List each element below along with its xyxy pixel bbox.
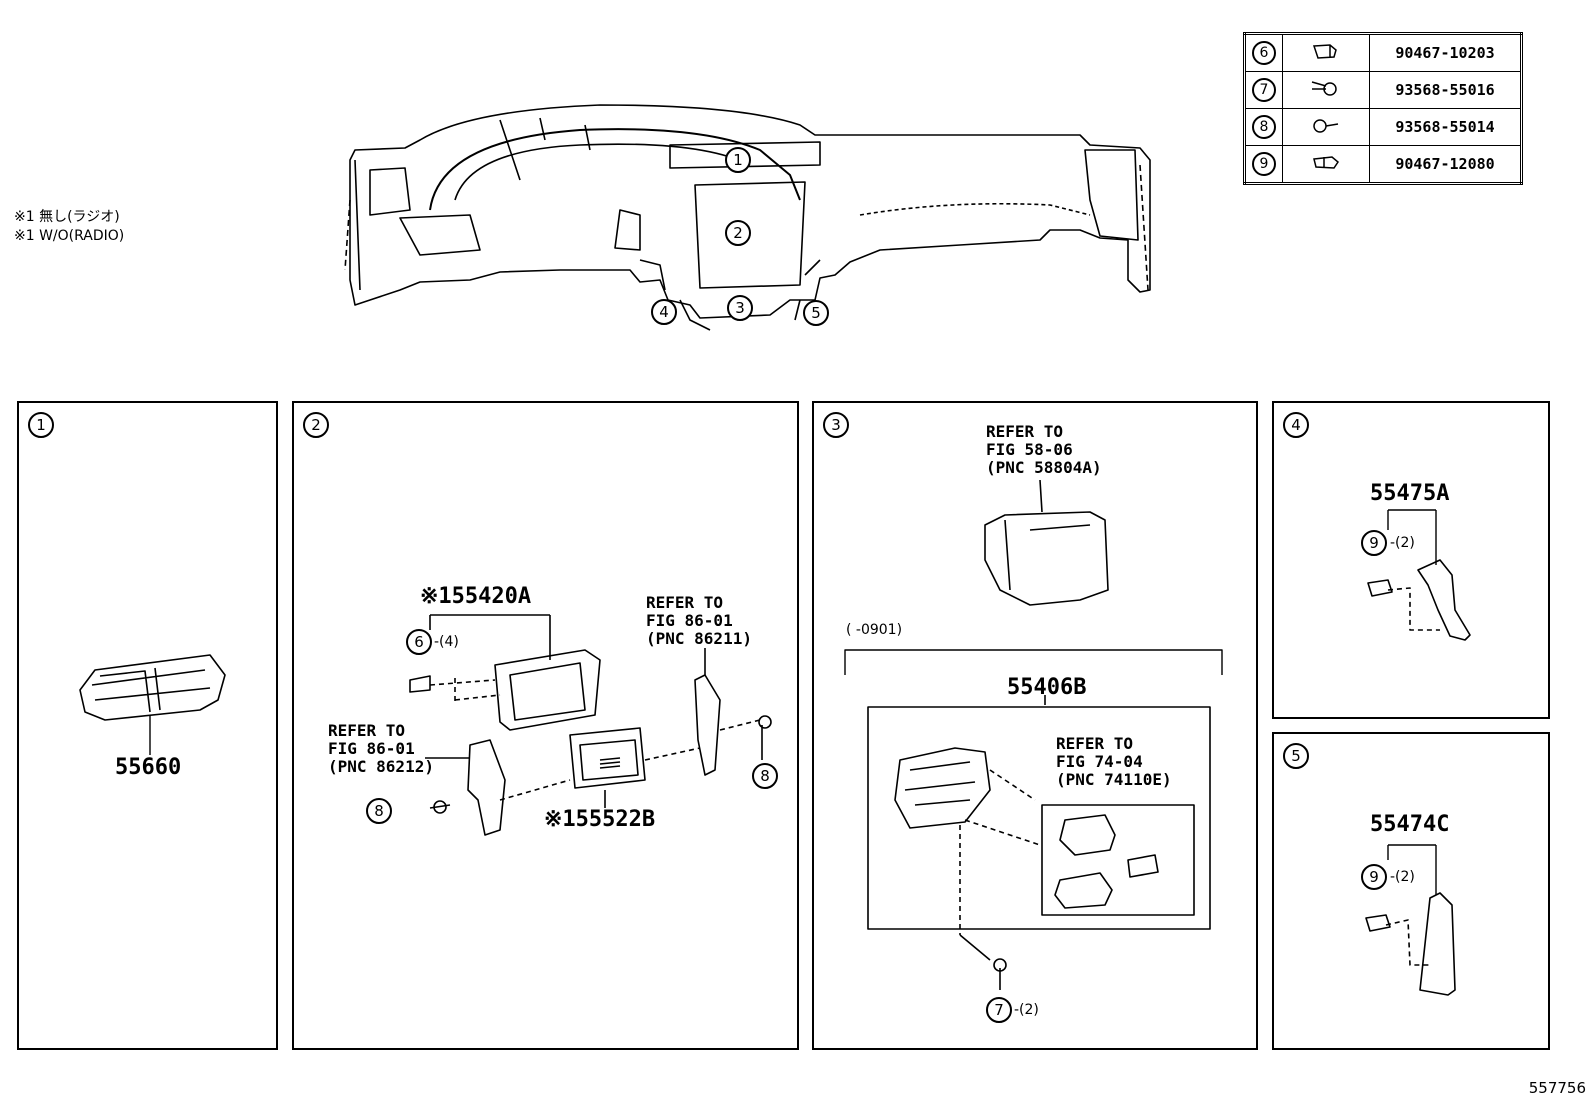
trim-panel-a-outline (1417, 559, 1471, 641)
figure-id: 557756 (1528, 1079, 1586, 1097)
part-label[interactable]: 55406B (1007, 675, 1087, 700)
table-row: 7 93568-55016 (1244, 71, 1522, 109)
legend-key: 8 (1252, 115, 1276, 139)
table-row: 8 93568-55014 (1244, 108, 1522, 146)
bezel-outline (494, 649, 601, 731)
panel-1: 1 55660 (17, 401, 278, 1050)
part-label[interactable]: ※155420A (420, 584, 532, 609)
overview-callout-5[interactable]: 5 (803, 300, 829, 326)
panel-number: 1 (28, 412, 54, 438)
overview-callout-1[interactable]: 1 (725, 147, 751, 173)
clip-callout[interactable]: 9 (1361, 864, 1387, 890)
left-bracket-outline (467, 739, 506, 836)
legend-part-number: 90467-12080 (1369, 145, 1522, 184)
clip-quantity: -(2) (1390, 869, 1415, 885)
overview-callout-2[interactable]: 2 (725, 220, 751, 246)
note-en: ※1 W/O(RADIO) (14, 228, 125, 244)
part-label[interactable]: ※155522B (544, 807, 656, 832)
screw-quantity: -(2) (1014, 1002, 1039, 1018)
vent-grille-outline (79, 654, 226, 721)
panel-5: 5 55474C 9 -(2) (1272, 732, 1550, 1050)
legend-part-number: 93568-55016 (1369, 71, 1522, 109)
part-label[interactable]: 55474C (1370, 812, 1450, 837)
cupholder-outline (894, 747, 991, 829)
serial-range: ( -0901) (846, 622, 903, 638)
legend-key: 6 (1252, 41, 1276, 65)
table-row: 6 90467-10203 (1244, 33, 1522, 72)
legend-key: 7 (1252, 78, 1276, 102)
panel-4: 4 55475A 9 -(2) (1272, 401, 1550, 719)
panel-number: 3 (823, 412, 849, 438)
screw-callout[interactable]: 7 (986, 997, 1012, 1023)
blank-panel-outline (569, 727, 646, 789)
trim-panel-c-outline (1419, 892, 1456, 996)
table-row: 9 90467-12080 (1244, 145, 1522, 184)
overview-callout-3[interactable]: 3 (727, 295, 753, 321)
panel-number: 2 (303, 412, 329, 438)
clip-icon (1312, 44, 1337, 59)
screw-icon (1313, 119, 1339, 133)
legend-part-number: 93568-55014 (1369, 108, 1522, 146)
clip-quantity: -(2) (1390, 535, 1415, 551)
part-label[interactable]: 55475A (1370, 481, 1450, 506)
part-label[interactable]: 55660 (115, 755, 182, 780)
console-unit-outline (984, 511, 1109, 606)
clip-icon (1313, 156, 1339, 169)
clip-callout[interactable]: 9 (1361, 530, 1387, 556)
legend-part-number: 90467-10203 (1369, 33, 1522, 72)
screw-callout[interactable]: 8 (366, 798, 392, 824)
clip-callout[interactable]: 6 (406, 629, 432, 655)
note-jp: ※1 無し(ラジオ) (14, 209, 120, 225)
legend-key: 9 (1252, 152, 1276, 176)
screw-callout[interactable]: 8 (752, 763, 778, 789)
legend-table: 6 90467-10203 7 93568-55016 8 93568-5501… (1243, 32, 1523, 185)
panel-number: 5 (1283, 743, 1309, 769)
screw-icon (1311, 81, 1337, 96)
overview-callout-4[interactable]: 4 (651, 299, 677, 325)
clip-quantity: -(4) (434, 634, 459, 650)
panel-number: 4 (1283, 412, 1309, 438)
